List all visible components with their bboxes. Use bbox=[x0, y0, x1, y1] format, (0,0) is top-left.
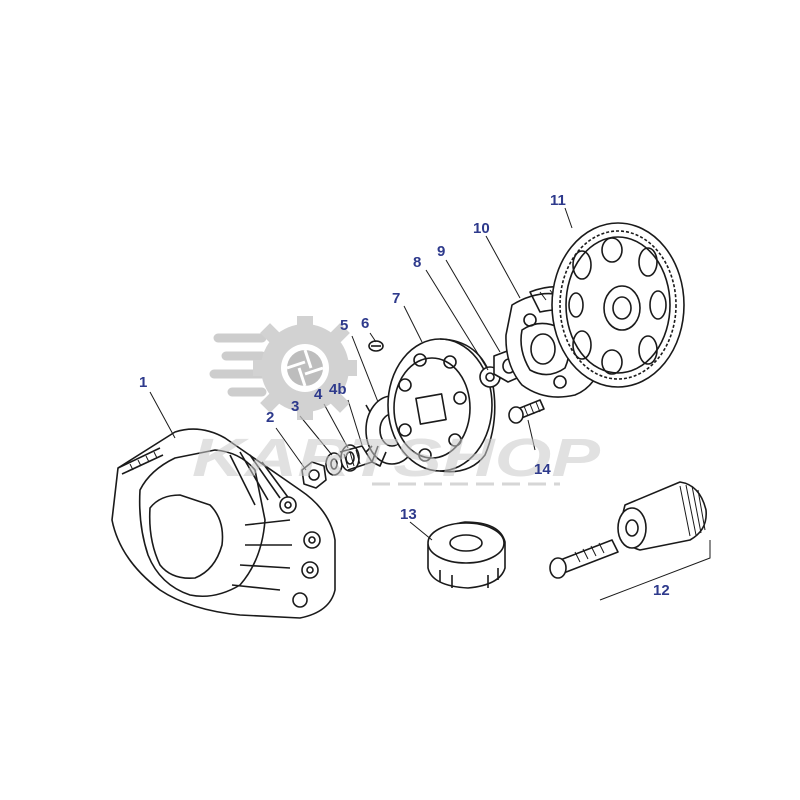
callout-14: 14 bbox=[534, 461, 551, 478]
callout-10: 10 bbox=[473, 220, 490, 237]
callout-5: 5 bbox=[340, 317, 348, 334]
ring-gear-part bbox=[551, 222, 685, 388]
small-screw-part bbox=[368, 340, 384, 352]
callout-8: 8 bbox=[413, 254, 421, 271]
bolt-part bbox=[508, 399, 545, 424]
gear-shutter-logo-icon bbox=[209, 316, 357, 420]
nut-washer-bearing-parts bbox=[301, 444, 373, 489]
callout-13: 13 bbox=[400, 506, 417, 523]
callout-1: 1 bbox=[139, 374, 147, 391]
callout-9: 9 bbox=[437, 243, 445, 260]
puller-tool-part bbox=[549, 481, 711, 601]
clutch-cover-part bbox=[111, 428, 336, 619]
callout-4: 4 bbox=[314, 386, 323, 403]
callout-6: 6 bbox=[361, 315, 369, 332]
callout-11: 11 bbox=[550, 192, 566, 209]
callout-4b: 4b bbox=[329, 381, 347, 398]
callout-7: 7 bbox=[392, 290, 400, 307]
watermark-text: KARTSHOP bbox=[192, 428, 601, 488]
clutch-drum-part bbox=[387, 338, 496, 473]
leader-lines bbox=[149, 207, 573, 541]
callout-labels: 1 2 3 4 4b 5 6 7 8 9 10 11 12 13 14 bbox=[139, 192, 670, 599]
holder-ring-part bbox=[427, 521, 506, 589]
callout-3: 3 bbox=[291, 398, 299, 415]
callout-2: 2 bbox=[266, 409, 274, 426]
watermark: KARTSHOP bbox=[192, 316, 601, 488]
callout-12: 12 bbox=[653, 582, 670, 599]
